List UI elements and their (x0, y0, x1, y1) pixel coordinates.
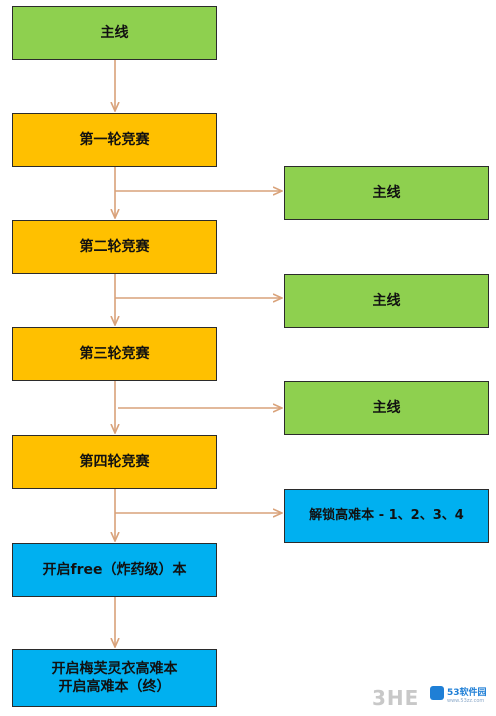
node-round1: 第一轮竞赛 (12, 113, 217, 167)
node-round4: 第四轮竞赛 (12, 435, 217, 489)
watermark-logo-text: 53软件园 (447, 688, 487, 698)
watermark-logo: 53软件园 www.53zz.com (430, 684, 492, 712)
watermark-3he: 3HE (372, 686, 420, 710)
node-final: 开启梅芙灵衣高难本 开启高难本（终） (12, 649, 217, 707)
watermark-logo-sub: www.53zz.com (447, 698, 485, 704)
node-side3: 主线 (284, 381, 489, 435)
node-unlock: 解锁高难本 - 1、2、3、4 (284, 489, 489, 543)
node-free: 开启free（炸药级）本 (12, 543, 217, 597)
node-side2: 主线 (284, 274, 489, 328)
node-round2: 第二轮竞赛 (12, 220, 217, 274)
app-logo-icon (430, 686, 444, 700)
node-main-top: 主线 (12, 6, 217, 60)
node-side1: 主线 (284, 166, 489, 220)
node-round3: 第三轮竞赛 (12, 327, 217, 381)
